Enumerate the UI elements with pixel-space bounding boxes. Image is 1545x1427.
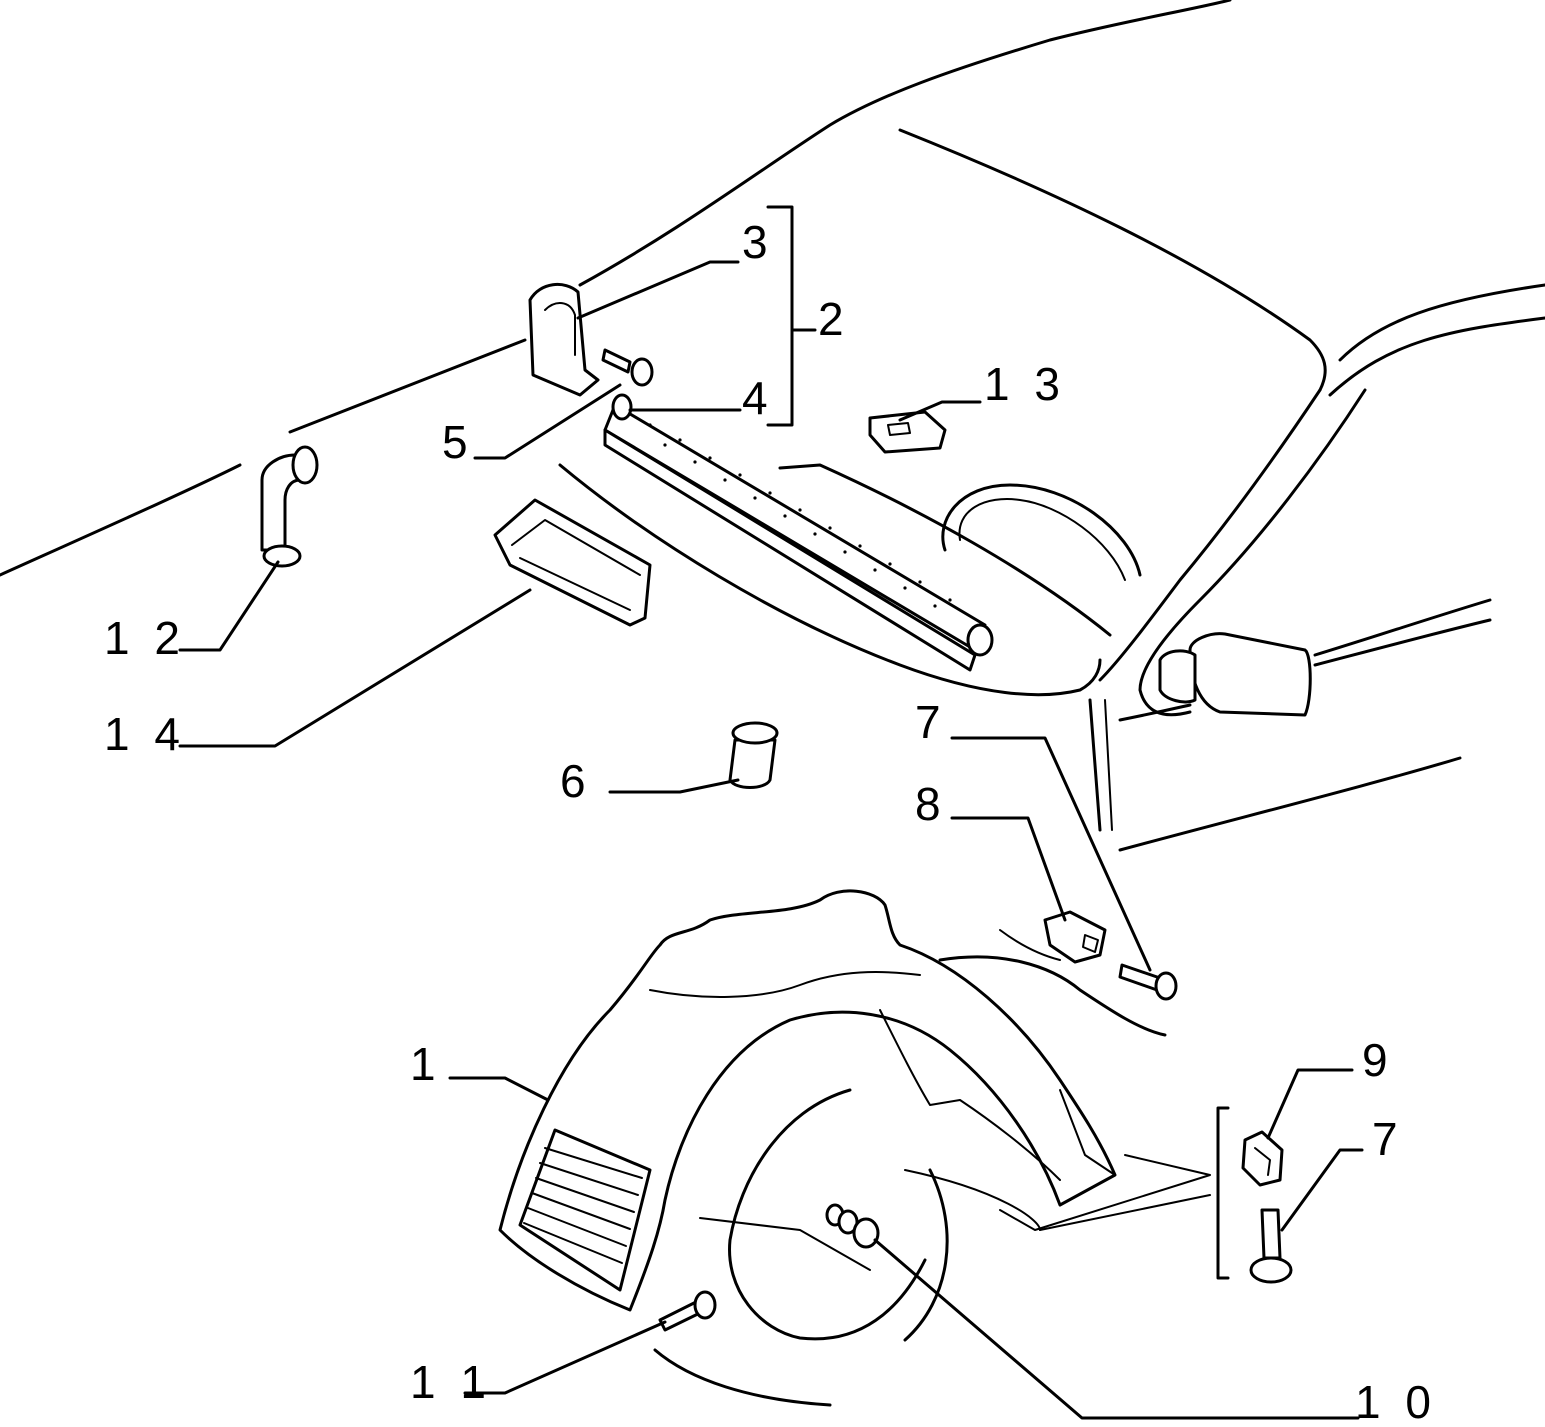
- callout-14: 1 4: [104, 708, 186, 760]
- callout-11: 1 1: [410, 1356, 492, 1408]
- group-bracket-9-7: [1216, 1106, 1230, 1280]
- car-body-outline: [0, 0, 1545, 1037]
- clip-part-8: [1043, 910, 1107, 964]
- callout-8: 8: [915, 778, 947, 830]
- screw-part-7-lower: [1249, 1208, 1293, 1284]
- callout-3: 3: [742, 216, 774, 268]
- seal-strip-part-4: [603, 393, 994, 672]
- callout-9: 9: [1362, 1034, 1394, 1086]
- clip-part-9: [1241, 1130, 1284, 1187]
- leader-lines: [178, 260, 1364, 1420]
- callout-12: 1 2: [104, 612, 186, 664]
- wheel-outline: [653, 1088, 1041, 1407]
- tray-part-14: [493, 498, 652, 627]
- callout-2: 2: [818, 293, 850, 345]
- bracket-part-3: [528, 283, 600, 397]
- stud-part-10: [825, 1203, 880, 1249]
- callout-7-lower: 7: [1372, 1113, 1404, 1165]
- group-bracket-2: [766, 205, 817, 427]
- wheel-arch-liner: [498, 889, 1117, 1312]
- callout-6: 6: [560, 755, 592, 807]
- screw-part-7-upper: [1118, 963, 1178, 1001]
- grommet-part-6: [728, 721, 779, 789]
- screw-part-11: [658, 1290, 717, 1332]
- callout-5: 5: [442, 416, 474, 468]
- callout-labels: 3 2 4 5 1 3 1 2 1 4 6 7 8 1 9 7 1 1 1 0: [104, 216, 1437, 1427]
- callout-4: 4: [742, 372, 774, 424]
- callout-1: 1: [410, 1038, 442, 1090]
- hose-part-12: [260, 445, 319, 568]
- callout-7-upper: 7: [915, 696, 947, 748]
- callout-10: 1 0: [1355, 1376, 1437, 1422]
- clip-part-13: [868, 410, 947, 454]
- screw-part-5: [601, 348, 654, 387]
- callout-13: 1 3: [984, 358, 1066, 410]
